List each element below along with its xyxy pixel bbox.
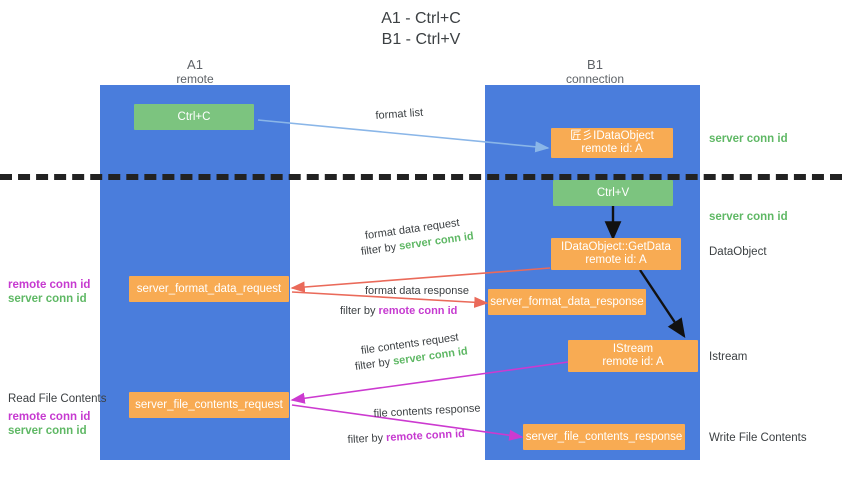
label-file-remote-conn: remote conn id <box>8 411 91 423</box>
label-file-contents-response-filter: filter by remote conn id <box>347 428 465 447</box>
label-format-list: format list <box>375 106 424 123</box>
filter-tag-4: remote conn id <box>385 427 466 444</box>
node-getdata-line2: remote id: A <box>585 254 647 266</box>
node-server-format-data-response[interactable]: server_format_data_response <box>488 289 646 315</box>
column-b1-role: connection <box>565 72 625 86</box>
label-file-conn-group: remote conn id server conn id <box>8 410 90 438</box>
title-line-2: B1 - Ctrl+V <box>381 31 461 48</box>
node-idataobject-line1: 匠彡IDataObject <box>570 130 654 142</box>
label-server-conn-mid: server conn id <box>709 211 788 223</box>
node-ctrl-c[interactable]: Ctrl+C <box>134 104 254 130</box>
label-format-server-conn: server conn id <box>8 293 87 305</box>
node-istream-line1: IStream <box>612 343 654 355</box>
column-b1-name: B1 <box>587 57 603 72</box>
label-dataobject: DataObject <box>709 246 767 258</box>
column-header-b1: B1 connection <box>510 57 680 87</box>
label-format-remote-conn: remote conn id <box>8 279 91 291</box>
column-a1-name: A1 <box>187 57 203 72</box>
label-write-file-contents: Write File Contents <box>709 432 807 444</box>
node-server-file-contents-response[interactable]: server_file_contents_response <box>523 424 685 450</box>
node-server-format-data-request[interactable]: server_format_data_request <box>129 276 289 302</box>
node-ctrl-v-label: Ctrl+V <box>596 186 630 199</box>
column-header-a1: A1 remote <box>110 57 280 87</box>
label-format-conn-group: remote conn id server conn id <box>8 278 90 306</box>
label-file-contents-response: file contents response <box>373 402 481 421</box>
label-file-server-conn: server conn id <box>8 425 87 437</box>
filter-prefix-3: filter by <box>354 355 395 374</box>
node-server-format-data-request-label: server_format_data_request <box>136 282 282 295</box>
node-getdata-line1: IDataObject::GetData <box>561 241 671 253</box>
node-ctrl-c-label: Ctrl+C <box>177 110 211 123</box>
label-istream: Istream <box>709 351 748 363</box>
node-getdata[interactable]: IDataObject::GetData remote id: A <box>551 238 681 270</box>
title-line-1: A1 - Ctrl+C <box>381 10 461 27</box>
node-idataobject-line2: remote id: A <box>581 143 643 155</box>
filter-prefix-2: filter by <box>340 305 379 317</box>
node-ctrl-v[interactable]: Ctrl+V <box>553 180 673 206</box>
label-server-conn-top: server conn id <box>709 133 788 145</box>
node-server-file-contents-request-label: server_file_contents_request <box>135 398 283 411</box>
node-server-format-data-response-label: server_format_data_response <box>490 295 644 308</box>
label-format-data-response: format data response <box>365 285 469 297</box>
node-idataobject[interactable]: 匠彡IDataObject remote id: A <box>551 128 673 158</box>
node-server-file-contents-request[interactable]: server_file_contents_request <box>129 392 289 418</box>
column-a1-role: remote <box>176 72 214 86</box>
node-istream[interactable]: IStream remote id: A <box>568 340 698 372</box>
filter-prefix-4: filter by <box>347 432 387 447</box>
phase-divider <box>0 174 842 180</box>
page-title: A1 - Ctrl+C B1 - Ctrl+V <box>0 8 842 50</box>
node-server-file-contents-response-label: server_file_contents_response <box>525 430 683 443</box>
node-istream-line2: remote id: A <box>602 356 664 368</box>
label-read-file-contents: Read File Contents <box>8 393 107 405</box>
filter-prefix-1: filter by <box>360 240 401 259</box>
filter-tag-2: remote conn id <box>378 305 458 317</box>
label-format-data-response-filter: filter by remote conn id <box>340 305 457 318</box>
